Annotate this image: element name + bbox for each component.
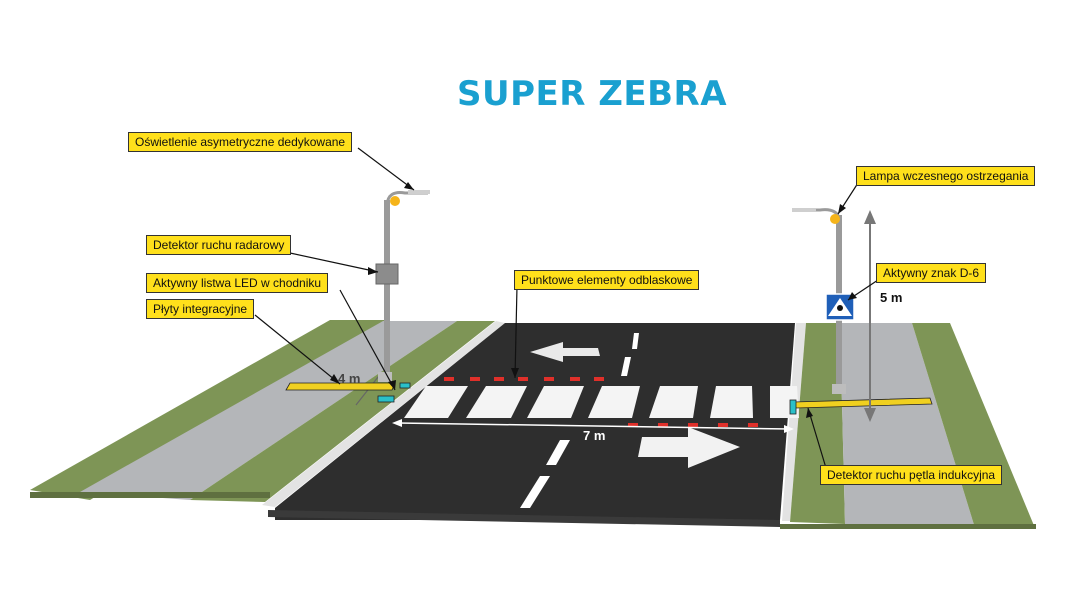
callout-leader-arrowheads <box>330 182 857 418</box>
left-lamp-pole <box>384 200 390 380</box>
callout-active-sign: Aktywny znak D-6 <box>876 263 987 283</box>
left-led-strip <box>377 395 395 403</box>
right-lamp-head <box>792 208 816 212</box>
right-warning-lamp <box>830 214 840 224</box>
arrow-right <box>638 427 740 468</box>
right-ground-shadow <box>780 524 1036 529</box>
left-curb <box>262 321 505 507</box>
callout-loop-detector: Detektor ruchu pętla indukcyjna <box>820 465 1003 485</box>
right-pole-base <box>832 384 846 394</box>
left-pole-base <box>378 372 392 382</box>
left-led-strip-2 <box>399 382 411 389</box>
page-title: SUPER ZEBRA <box>456 74 728 114</box>
dimension-7m-line <box>392 419 794 433</box>
left-inner-grass <box>190 321 495 502</box>
callout-radar-detector: Detektor ruchu radarowy <box>146 235 292 255</box>
callout-early-warning-lamp: Lampa wczesnego ostrzegania <box>856 166 1036 186</box>
dimension-4m-label: 4 m <box>338 371 361 386</box>
left-integration-plate <box>285 382 396 391</box>
center-dashed-line <box>520 333 639 508</box>
zebra-stripes <box>404 386 799 418</box>
d6-sign-figure <box>837 305 843 311</box>
dimension-5m-label: 5 m <box>880 290 903 305</box>
left-warning-lamp <box>390 196 400 206</box>
left-ground-shadow <box>30 492 270 498</box>
callout-asymmetric-lighting: Oświetlenie asymetryczne dedykowane <box>128 132 353 152</box>
arrow-left <box>530 342 600 362</box>
radar-detector-box <box>375 263 399 285</box>
left-sidewalk <box>80 321 457 500</box>
reflective-points <box>444 377 758 427</box>
callout-leaders <box>254 147 879 469</box>
callout-integration-plates: Płyty integracyjne <box>146 299 255 319</box>
callout-led-strip: Aktywny listwa LED w chodniku <box>146 273 329 293</box>
right-led-strip <box>789 399 797 415</box>
dimension-7m-label: 7 m <box>583 428 606 443</box>
road-front-edge <box>268 510 780 527</box>
left-lamp-arm <box>385 191 428 206</box>
dimension-5m-line <box>864 210 876 422</box>
road-surface <box>275 323 795 520</box>
left-lamp-head <box>408 190 430 194</box>
right-outer-grass <box>912 323 1035 528</box>
callout-reflective-points: Punktowe elementy odblaskowe <box>514 270 700 290</box>
left-outer-grass <box>30 320 390 500</box>
right-curb <box>782 323 806 521</box>
